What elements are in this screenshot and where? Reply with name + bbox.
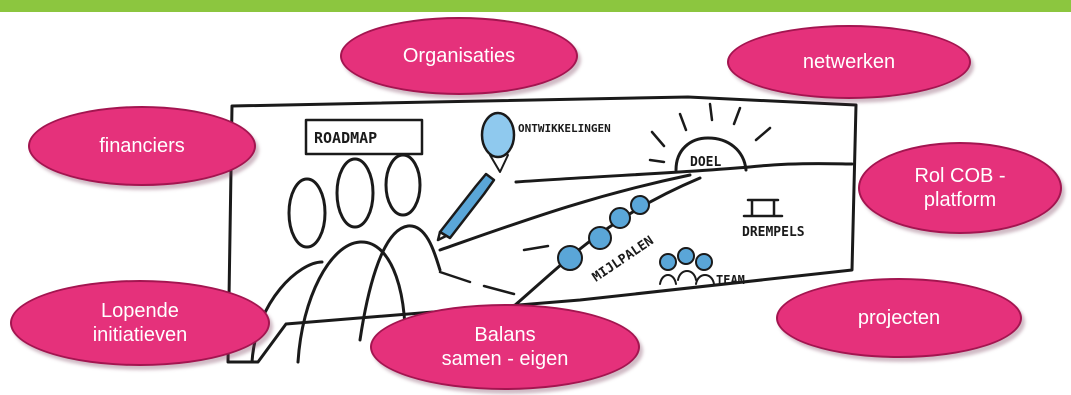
milestone-dot <box>630 195 650 215</box>
header-accent-bar <box>0 0 1071 12</box>
bubble-organisaties: Organisaties <box>340 17 578 95</box>
person-body-3 <box>358 224 442 342</box>
bubble-netwerken: netwerken <box>727 25 971 99</box>
person-head-3 <box>384 153 422 217</box>
team-head <box>695 253 713 271</box>
road-center-dash <box>438 244 550 296</box>
roadmap-sign <box>304 118 424 156</box>
bubble-rol-cob-platform: Rol COB - platform <box>858 142 1062 234</box>
bubble-balans-samen-eigen: Balans samen - eigen <box>370 304 640 390</box>
sun-sketch <box>674 136 748 172</box>
person-head-1 <box>287 177 327 249</box>
road-lower-edge <box>498 176 702 320</box>
team-head <box>659 253 677 271</box>
doel-label: DOEL <box>690 155 721 170</box>
bubble-projecten: projecten <box>776 278 1022 358</box>
ontwikkelingen-label: ONTWIKKELINGEN <box>518 122 611 135</box>
bubble-financiers: financiers <box>28 106 256 186</box>
roadmap-sign-label: ROADMAP <box>314 129 377 147</box>
drempels-icon <box>742 198 784 218</box>
team-head <box>677 247 695 265</box>
team-label: TEAM <box>716 273 745 287</box>
pencil-sketch <box>438 172 496 240</box>
horizon-line <box>514 162 854 184</box>
balloon-sketch <box>480 111 516 159</box>
sketch-board <box>226 95 858 364</box>
person-body-2 <box>296 240 407 364</box>
milestone-dot <box>557 245 583 271</box>
road-upper-edge <box>438 173 692 252</box>
person-head-2 <box>335 157 375 229</box>
milestone-dot <box>609 207 631 229</box>
milestone-dot <box>588 226 612 250</box>
bubble-lopende-initiatieven: Lopende initiatieven <box>10 280 270 366</box>
drempels-label: DREMPELS <box>742 225 805 240</box>
